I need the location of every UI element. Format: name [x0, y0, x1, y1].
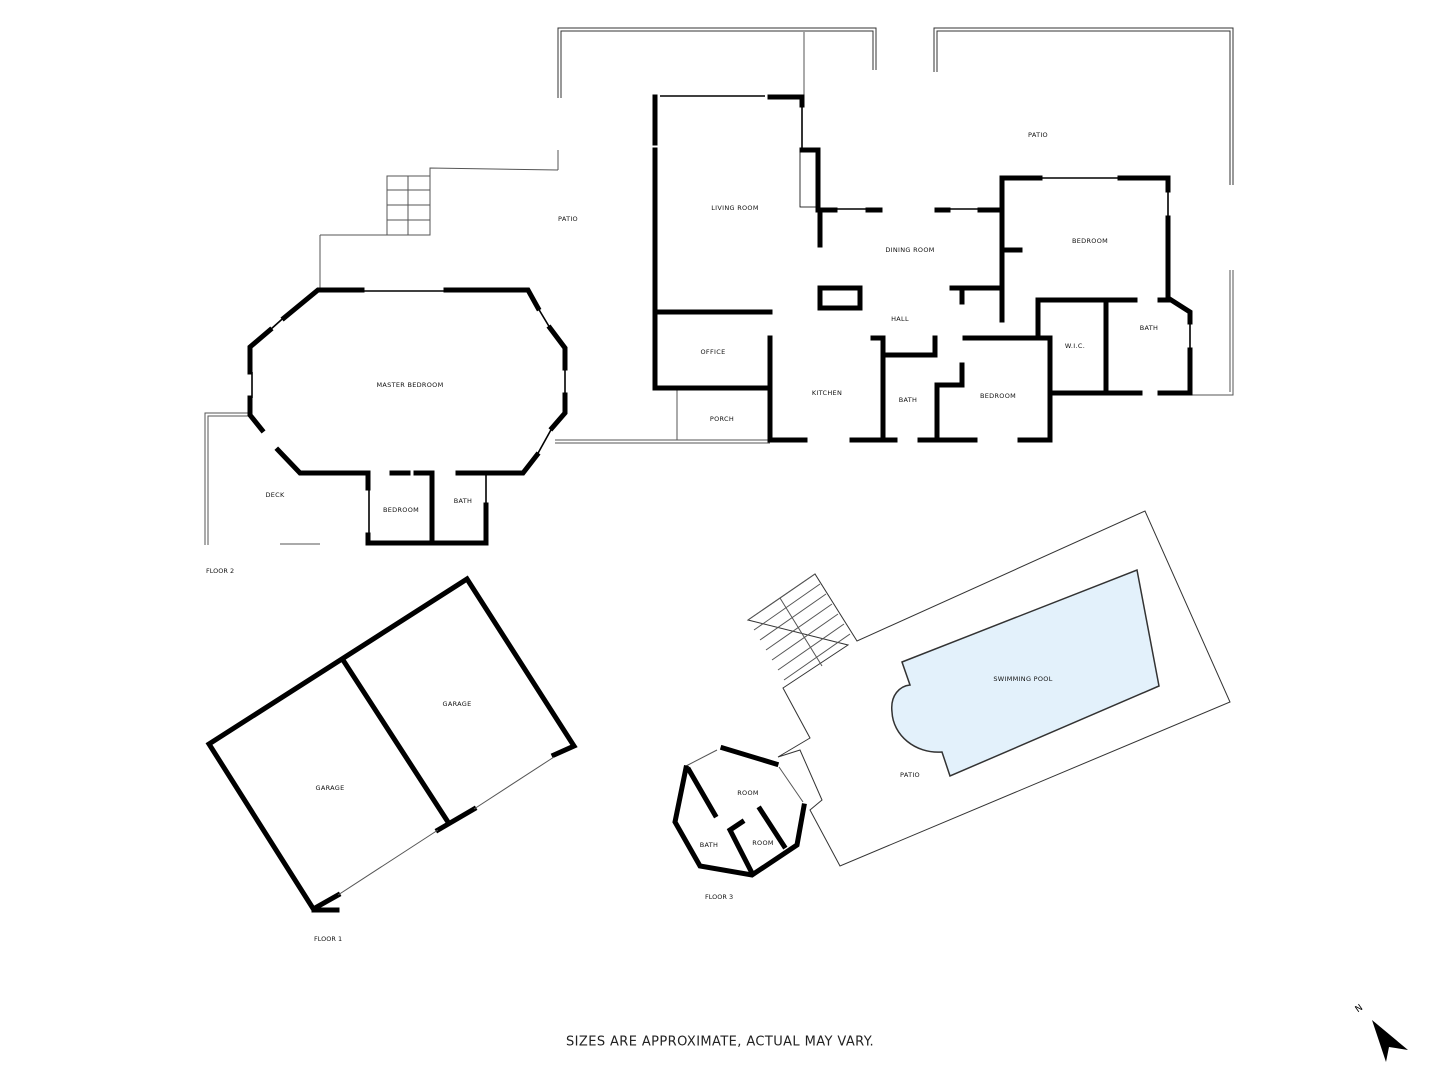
room-label-room-lower: ROOM	[752, 839, 774, 847]
floor2-patio-outline	[204, 27, 1234, 545]
floor1-garage-walls	[205, 575, 578, 913]
room-label-bath-hall: BATH	[898, 396, 918, 404]
north-arrow-icon	[1372, 1020, 1408, 1062]
room-label-living-room: LIVING ROOM	[711, 204, 759, 212]
room-label-office: OFFICE	[700, 348, 726, 356]
swimming-pool	[891, 568, 1160, 778]
disclaimer-text: SIZES ARE APPROXIMATE, ACTUAL MAY VARY.	[566, 1034, 874, 1050]
floor-label-1: FLOOR 1	[314, 935, 343, 943]
room-label-bedroom-east: BEDROOM	[1071, 237, 1109, 245]
room-label-kitchen: KITCHEN	[811, 389, 843, 397]
floor3-cabana-walls	[672, 744, 807, 878]
floor2-stairs	[386, 175, 431, 236]
room-label-wic: W.I.C.	[1064, 342, 1086, 350]
floor3-patio-outline	[746, 510, 1231, 867]
room-label-deck: DECK	[265, 491, 285, 499]
room-label-hall: HALL	[891, 315, 909, 323]
floor3-stairs	[747, 573, 851, 681]
room-label-patio-north: PATIO	[1028, 131, 1048, 139]
room-label-patio-pool: PATIO	[900, 771, 920, 779]
room-label-patio-west: PATIO	[558, 215, 578, 223]
room-label-bedroom-south: BEDROOM	[979, 392, 1017, 400]
room-label-room-upper: ROOM	[737, 789, 759, 797]
room-label-garage-left: GARAGE	[315, 784, 345, 792]
floor2-main-walls	[652, 94, 1193, 443]
floor2-master-bedroom-walls	[247, 287, 568, 546]
room-label-swimming-pool: SWIMMING POOL	[993, 675, 1053, 683]
floor-label-3: FLOOR 3	[705, 893, 734, 901]
room-label-dining-room: DINING ROOM	[885, 246, 935, 254]
room-label-porch: PORCH	[709, 415, 735, 423]
room-label-bath-master: BATH	[453, 497, 473, 505]
room-label-bath-cabana: BATH	[699, 841, 719, 849]
room-label-master-bedroom: MASTER BEDROOM	[376, 381, 444, 389]
floor-label-2: FLOOR 2	[206, 567, 235, 575]
room-label-bath-ensuite: BATH	[1139, 324, 1159, 332]
room-label-bedroom-small: BEDROOM	[382, 506, 420, 514]
room-label-garage-right: GARAGE	[442, 700, 472, 708]
